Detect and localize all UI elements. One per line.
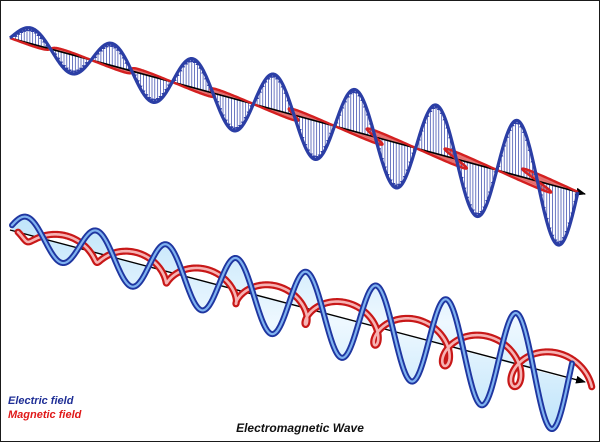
electric-ribbon-inner	[10, 215, 574, 431]
bottom-magnetic-field-ribbon	[14, 228, 596, 391]
magnetic-vector-line	[444, 148, 473, 164]
magnetic-ribbon-inner	[16, 230, 594, 389]
magnetic-vector-line	[443, 155, 467, 169]
diagram-caption: Electromagnetic Wave	[236, 421, 364, 435]
top-electric-field-curve	[8, 26, 580, 247]
top-electric-field-vectors	[13, 27, 578, 246]
magnetic-vector-line	[521, 176, 552, 193]
bottom-electric-field-ribbon	[9, 213, 575, 433]
legend-electric-field: Electric field	[8, 395, 74, 407]
top-wave-vector-view	[8, 26, 586, 247]
top-propagation-axis	[9, 37, 586, 196]
magnetic-vector-line	[522, 168, 555, 186]
magnetic-vector-line	[441, 154, 467, 169]
legend-magnetic-field: Magnetic field	[8, 409, 82, 421]
bottom-wave-ribbon-view	[9, 213, 596, 433]
